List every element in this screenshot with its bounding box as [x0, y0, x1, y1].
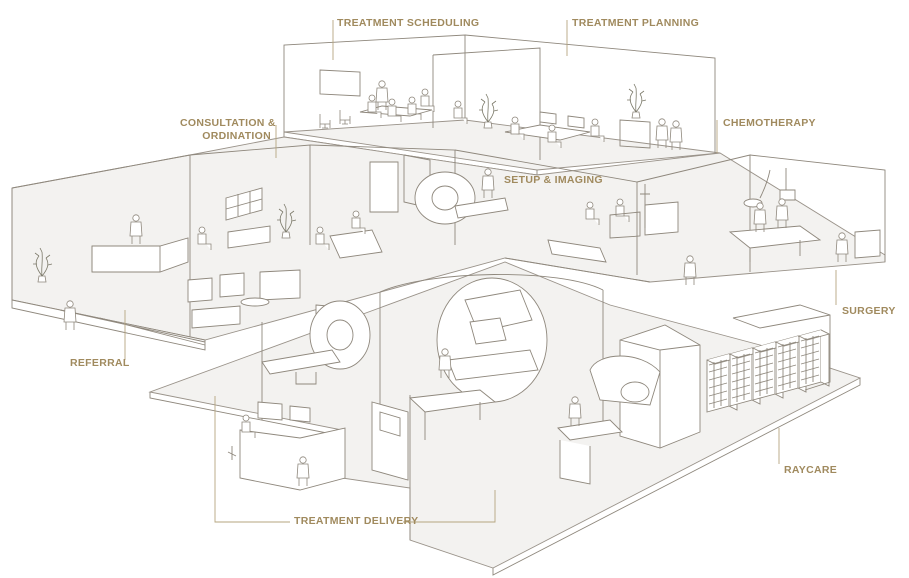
label-surgery: SURGERY [842, 305, 896, 317]
label-raycare: RAYCARE [784, 464, 838, 476]
leader-lines [124, 20, 837, 523]
label-consultation-ordination: CONSULTATION & ORDINATION [180, 117, 276, 142]
middle-floor [11, 136, 886, 351]
top-floor [283, 34, 721, 176]
label-treatment-scheduling: TREATMENT SCHEDULING [337, 17, 480, 29]
label-chemotherapy: CHEMOTHERAPY [723, 117, 816, 129]
label-setup-imaging: SETUP & IMAGING [504, 174, 603, 186]
label-consultation-line2: ORDINATION [202, 130, 271, 142]
label-referral: REFERRAL [70, 357, 130, 369]
label-consultation-line1: CONSULTATION & [180, 117, 276, 129]
label-treatment-delivery: TREATMENT DELIVERY [294, 515, 419, 527]
bottom-floor [148, 261, 862, 576]
label-treatment-planning: TREATMENT PLANNING [572, 17, 700, 29]
